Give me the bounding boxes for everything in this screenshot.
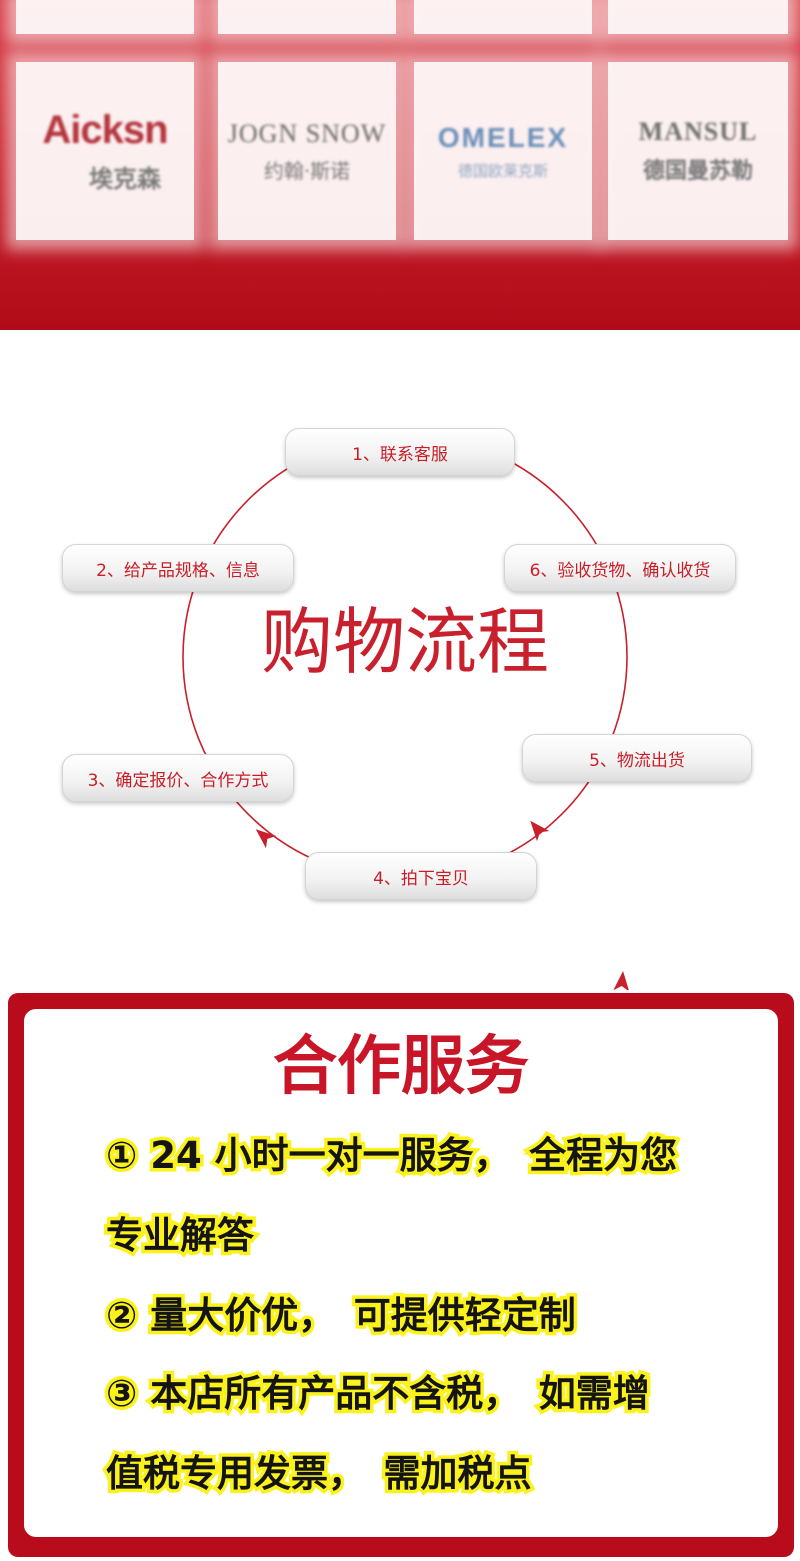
service-line: ③ 本店所有产品不含税， 如需增 xyxy=(103,1372,654,1416)
brand-tile-top xyxy=(414,0,592,34)
brand-tile-jogn-snow[interactable]: JOGN SNOW 约翰·斯诺 xyxy=(218,62,396,240)
brand-band: Aicksn 埃克森 JOGN SNOW 约翰·斯诺 OMELEX 德国欧莱克斯… xyxy=(0,0,800,330)
service-line: ① 24 小时一对一服务， 全程为您 xyxy=(102,1134,680,1178)
brand-logo-text: OMELEX xyxy=(437,121,569,153)
service-panel-inner: 合作服务 ① 24 小时一对一服务， 全程为您 专业解答 ② 量大价优， 可提供… xyxy=(24,1009,778,1537)
brand-logo-text: Aicksn xyxy=(42,108,168,152)
brand-logo-cn: 德国曼苏勒 xyxy=(642,159,753,184)
service-panel: 合作服务 ① 24 小时一对一服务， 全程为您 专业解答 ② 量大价优， 可提供… xyxy=(8,993,794,1557)
brand-logo-text: JOGN SNOW xyxy=(227,118,387,148)
brand-logo-cn: 约翰·斯诺 xyxy=(263,158,351,183)
brand-tile-omelex[interactable]: OMELEX 德国欧莱克斯 xyxy=(414,62,592,240)
brand-logo-text: MANSUL xyxy=(638,117,758,146)
arrow-icon xyxy=(255,829,277,849)
brand-tile-top xyxy=(608,0,788,34)
arrow-icon xyxy=(530,820,550,842)
service-line: 值税专用发票， 需加税点 xyxy=(103,1452,535,1496)
brand-tile-aicksn[interactable]: Aicksn 埃克森 xyxy=(16,62,194,240)
arrow-icon xyxy=(613,971,630,990)
step-confirm-receipt[interactable]: 6、验收货物、确认收货 xyxy=(504,544,736,592)
step-contact-service[interactable]: 1、联系客服 xyxy=(285,428,515,476)
step-confirm-quote[interactable]: 3、确定报价、合作方式 xyxy=(62,754,294,802)
service-line: ② 量大价优， 可提供轻定制 xyxy=(103,1294,580,1338)
brand-tile-top xyxy=(218,0,396,34)
service-line: 专业解答 xyxy=(103,1214,258,1258)
process-title: 购物流程 xyxy=(260,600,549,684)
brand-tile-top xyxy=(16,0,194,34)
service-title: 合作服务 xyxy=(273,1030,529,1104)
brand-tile-mansul[interactable]: MANSUL 德国曼苏勒 xyxy=(608,62,788,240)
step-product-spec[interactable]: 2、给产品规格、信息 xyxy=(62,544,294,592)
brand-logo-cn: 埃克森 xyxy=(89,165,161,193)
step-logistics-ship[interactable]: 5、物流出货 xyxy=(522,734,752,782)
shopping-process: 1、联系客服 2、给产品规格、信息 3、确定报价、合作方式 4、拍下宝贝 5、物… xyxy=(0,330,800,990)
step-place-order[interactable]: 4、拍下宝贝 xyxy=(305,852,537,900)
brand-logo-cn: 德国欧莱克斯 xyxy=(457,161,548,180)
